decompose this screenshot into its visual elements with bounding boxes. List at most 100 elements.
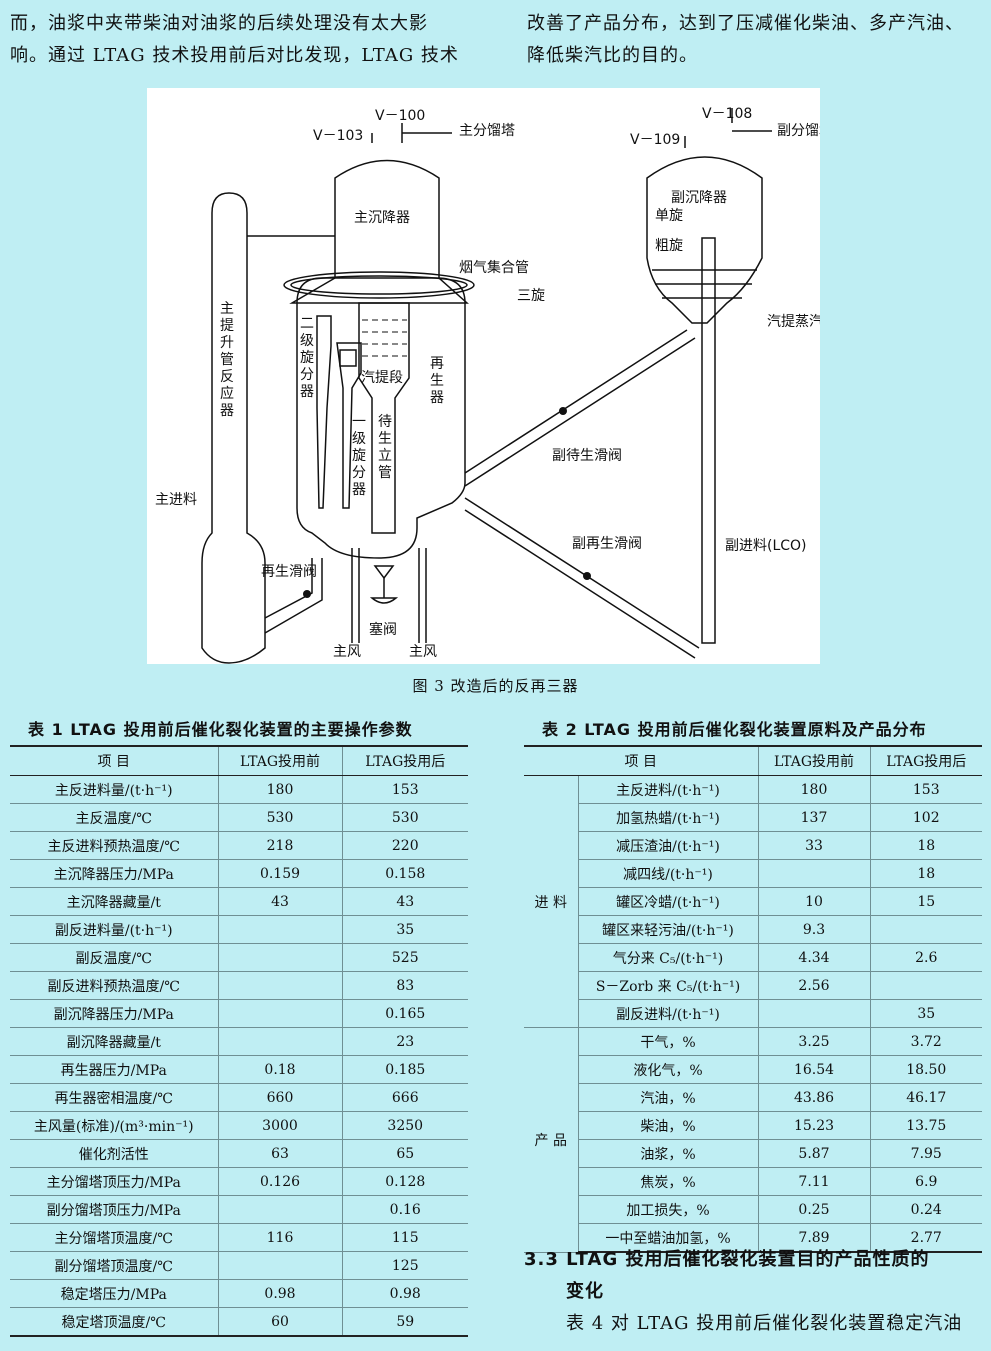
- value-before: 15.23: [758, 1111, 871, 1140]
- value-after: 0.165: [342, 999, 468, 1028]
- table-row: 罐区来轻污油/(t·h⁻¹)9.3: [524, 915, 982, 944]
- row-label: 副沉降器压力/MPa: [10, 999, 219, 1028]
- row-label: 加氢热蜡/(t·h⁻¹): [578, 803, 759, 832]
- sub-regen-line: [464, 497, 700, 659]
- sub-spent-valve-icon: [559, 407, 567, 415]
- row-label: 液化气，%: [578, 1055, 759, 1084]
- value-before: 60: [218, 1307, 343, 1337]
- label-secondary-cyclone: 二级旋分器: [300, 316, 314, 400]
- row-label: 主反进料量/(t·h⁻¹): [10, 775, 219, 804]
- value-before: 43: [218, 887, 343, 916]
- value-after: 2.6: [870, 943, 982, 972]
- table2-title: 表 2 LTAG 投用前后催化裂化装置原料及产品分布: [542, 720, 927, 739]
- value-before: 218: [218, 831, 343, 860]
- label-single-cyclone: 单旋: [655, 208, 683, 224]
- label-main-settler: 主沉降器: [354, 210, 410, 226]
- value-before: 180: [758, 775, 871, 804]
- value-after: 115: [342, 1223, 468, 1252]
- plug-valve: [373, 565, 395, 580]
- label-v108: V－108: [702, 106, 752, 122]
- value-before: 2.56: [758, 971, 871, 1000]
- sub-riser: [701, 237, 716, 644]
- row-label: 焦炭，%: [578, 1167, 759, 1196]
- row-label: 副反温度/℃: [10, 943, 219, 972]
- value-after: 2.77: [870, 1223, 982, 1253]
- label-v103: V－103: [313, 128, 363, 144]
- value-before: 4.34: [758, 943, 871, 972]
- value-before: [758, 999, 871, 1028]
- value-after: 7.95: [870, 1139, 982, 1168]
- label-sub-settler: 副沉降器: [671, 190, 727, 206]
- row-label: 稳定塔顶温度/℃: [10, 1307, 219, 1337]
- stripping-section: [358, 302, 410, 534]
- row-label: 再生器密相温度/℃: [10, 1083, 219, 1112]
- row-label: 主沉降器藏量/t: [10, 887, 219, 916]
- row-label: 主沉降器压力/MPa: [10, 859, 219, 888]
- table1-title: 表 1 LTAG 投用前后催化裂化装置的主要操作参数: [28, 720, 413, 739]
- value-after: 35: [870, 999, 982, 1028]
- label-sub-fractionator: 副分馏塔: [777, 123, 820, 139]
- value-after: 0.16: [342, 1195, 468, 1224]
- value-before: [218, 1251, 343, 1280]
- label-strip-steam: 汽提蒸汽: [767, 314, 820, 330]
- value-after: 0.24: [870, 1195, 982, 1224]
- value-after: 18: [870, 831, 982, 860]
- value-before: 530: [218, 803, 343, 832]
- label-regenerator: 再生器: [430, 356, 444, 406]
- row-label: 柴油，%: [578, 1111, 759, 1140]
- diagram-svg: V－100 V－103 主分馏塔 V－108 V－109 副分馏塔 主沉降器 副…: [155, 106, 820, 664]
- value-after: 530: [342, 803, 468, 832]
- row-label: 再生器压力/MPa: [10, 1055, 219, 1084]
- value-after: 0.158: [342, 859, 468, 888]
- value-before: 16.54: [758, 1055, 871, 1084]
- value-before: 0.98: [218, 1279, 343, 1308]
- table2-header-after: LTAG投用后: [870, 745, 982, 776]
- label-main-feed: 主进料: [155, 492, 197, 508]
- value-before: [218, 1027, 343, 1056]
- label-sub-spent-valve: 副待生滑阀: [552, 447, 622, 464]
- row-label: 加工损失，%: [578, 1195, 759, 1224]
- value-before: [218, 1195, 343, 1224]
- table-row: 副反进料/(t·h⁻¹)35: [524, 999, 982, 1028]
- value-after: 153: [342, 775, 468, 804]
- value-after: 15: [870, 887, 982, 916]
- value-before: 0.18: [218, 1055, 343, 1084]
- value-before: 9.3: [758, 915, 871, 944]
- top-left-paragraph: 而，油浆中夹带柴油对油浆的后续处理没有太大影 响。通过 LTAG 技术投用前后对…: [10, 8, 480, 72]
- value-before: 10: [758, 887, 871, 916]
- row-label: 罐区冷蜡/(t·h⁻¹): [578, 887, 759, 916]
- value-before: 5.87: [758, 1139, 871, 1168]
- secondary-cyclone: [316, 315, 332, 509]
- row-label: S－Zorb 来 C₅/(t·h⁻¹): [578, 971, 759, 1000]
- value-after: 18: [870, 859, 982, 888]
- value-before: 43.86: [758, 1083, 871, 1112]
- group-label: 进 料: [524, 775, 579, 1028]
- row-label: 主反温度/℃: [10, 803, 219, 832]
- label-main-fractionator: 主分馏塔: [459, 123, 515, 139]
- table2-header-before: LTAG投用前: [758, 745, 871, 776]
- value-before: 7.89: [758, 1223, 871, 1253]
- group-label: 产 品: [524, 1027, 579, 1253]
- sub-regen-valve-icon: [583, 572, 591, 580]
